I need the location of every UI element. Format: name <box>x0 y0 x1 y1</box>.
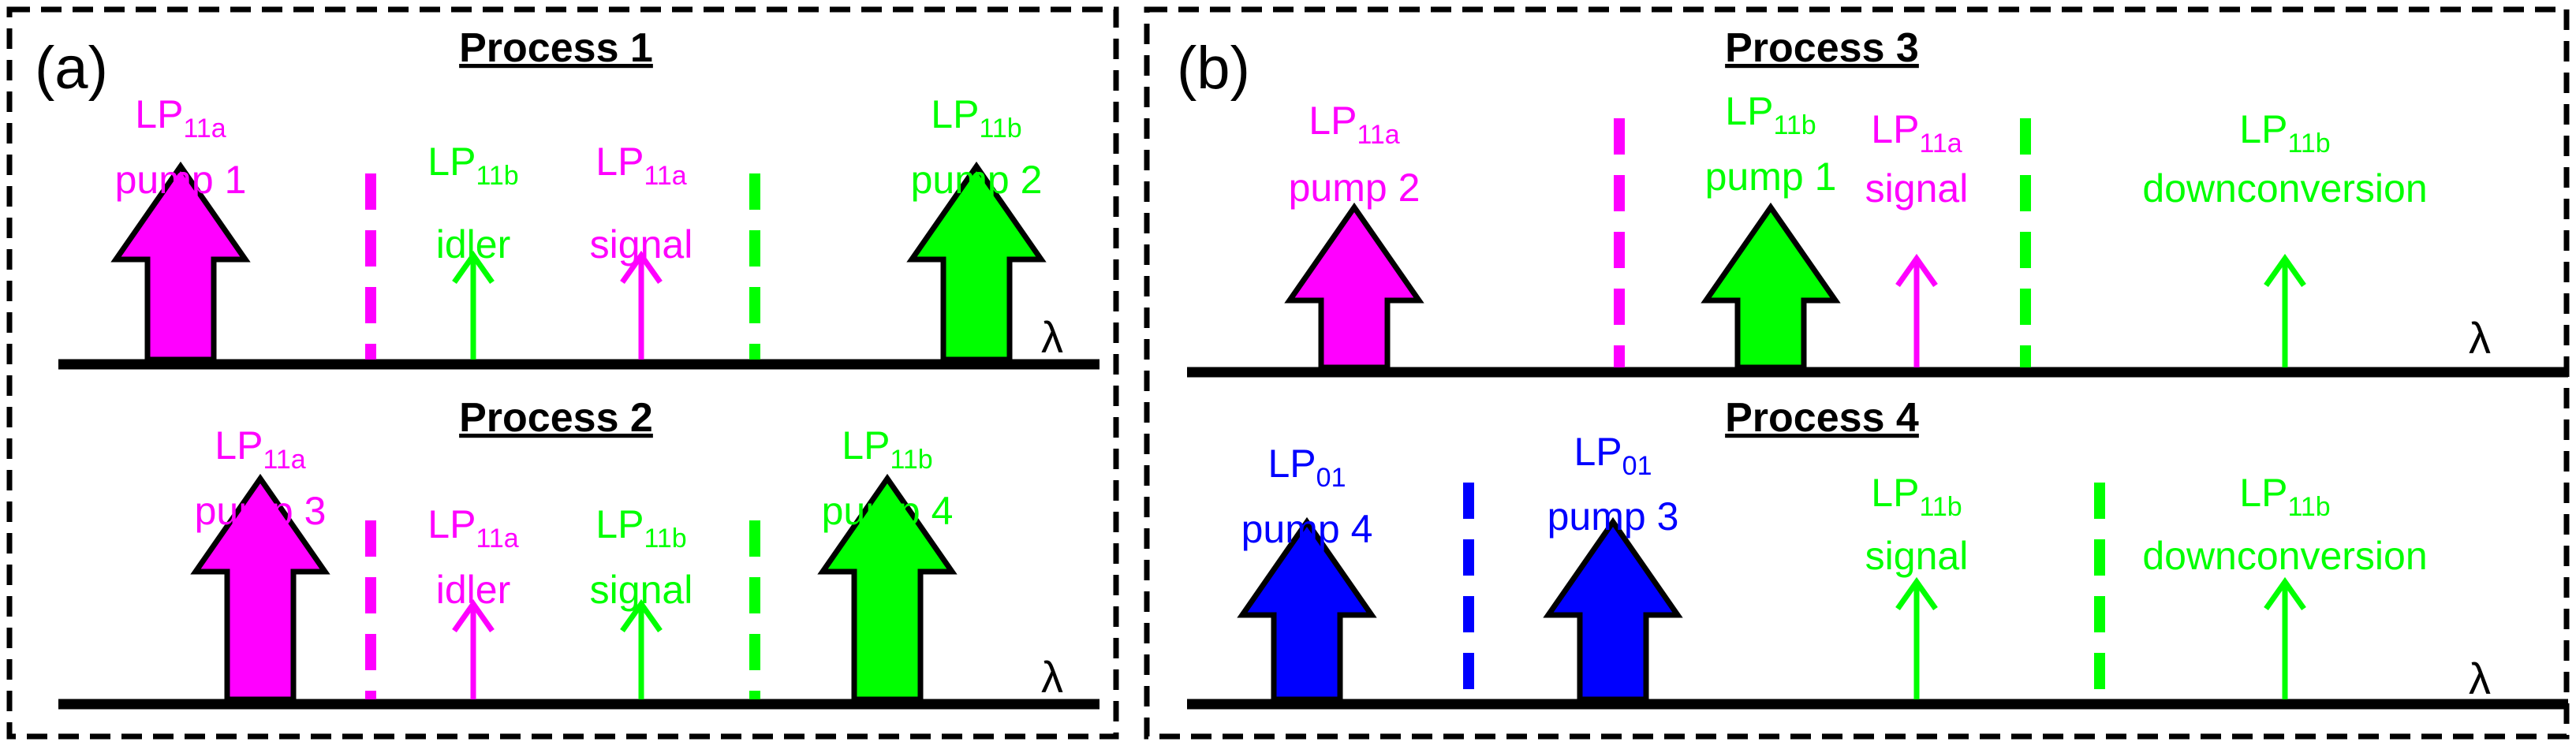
signal-label: downconversion <box>2142 534 2427 578</box>
pump-arrow <box>1284 202 1424 371</box>
process-4: Process 4 λ LP01 pump 4 LP01 pump 3 LP11b signa… <box>1187 395 2568 710</box>
pump-arrow <box>1237 516 1377 703</box>
pump-arrow <box>817 473 958 703</box>
mode-label: LP11b <box>1725 89 1816 140</box>
signal-label: signal <box>1865 534 1969 578</box>
mode-label: LP01 <box>1574 430 1652 481</box>
signal-label: idler <box>436 222 510 267</box>
mode-label: LP11a <box>595 140 686 191</box>
process-1: Process 1 λ LP11a pump 1 LP11b idler LP11a sign… <box>58 25 1099 370</box>
lambda-symbol: λ <box>1041 312 1063 362</box>
mode-label: LP11b <box>2239 107 2330 158</box>
signal-arrow-head <box>2264 253 2306 288</box>
lambda-symbol: λ <box>2469 313 2491 363</box>
signal-arrow-head <box>2264 576 2306 611</box>
mode-label: LP11a <box>427 502 518 554</box>
process-2: Process 2 λ LP11a pump 3 LP11a idler LP11b sign… <box>58 395 1099 710</box>
pump-label: pump 4 <box>822 489 954 533</box>
signal-arrow-head <box>452 250 495 285</box>
signal-label: signal <box>590 568 693 612</box>
pump-label: pump 1 <box>1705 155 1837 199</box>
mode-label: LP11b <box>427 140 518 191</box>
process-3: Process 3 λ LP11a pump 2 LP11b pump 1 LP11a sig… <box>1187 25 2568 378</box>
process-title: Process 2 <box>459 395 653 441</box>
lambda-symbol: λ <box>1041 652 1063 702</box>
mode-label: LP11a <box>135 92 226 144</box>
process-title: Process 3 <box>1725 25 1919 71</box>
signal-arrow-head <box>620 598 663 633</box>
mode-label: LP11b <box>842 423 932 475</box>
mode-label: LP11b <box>595 502 686 554</box>
signal-label: signal <box>1865 166 1969 211</box>
mode-label: LP11a <box>1871 107 1962 158</box>
lambda-symbol: λ <box>2469 654 2491 703</box>
pump-label: pump 3 <box>195 489 327 533</box>
mode-label: LP11a <box>1309 99 1399 150</box>
signal-arrow-head <box>1895 576 1938 611</box>
pump-arrow <box>1543 516 1683 703</box>
mode-label: LP11b <box>2239 471 2330 522</box>
panel-a-border <box>6 6 1119 740</box>
pump-arrow <box>110 161 251 363</box>
pump-label: pump 1 <box>115 158 247 202</box>
pump-arrow <box>906 161 1047 363</box>
pump-label: pump 2 <box>1289 166 1421 210</box>
mode-label: LP11a <box>215 423 305 475</box>
pump-arrow <box>1701 202 1841 371</box>
pump-label: pump 3 <box>1547 494 1679 539</box>
process-title: Process 1 <box>459 25 653 71</box>
panel-a: (a) <box>6 6 1119 740</box>
signal-arrow-head <box>1895 253 1938 288</box>
process-title: Process 4 <box>1725 395 1919 441</box>
panel-b-label: (b) <box>1177 35 1250 102</box>
panel-a-label: (a) <box>35 35 108 102</box>
signal-arrow-head <box>620 250 663 285</box>
signal-label: idler <box>436 568 510 612</box>
signal-label: signal <box>590 222 693 267</box>
mode-label: LP01 <box>1268 442 1346 493</box>
pump-arrow <box>190 473 330 703</box>
mode-label: LP11b <box>1871 471 1962 522</box>
pump-label: pump 4 <box>1241 507 1373 551</box>
signal-arrow-head <box>452 598 495 633</box>
mode-label: LP11b <box>931 92 1021 144</box>
pump-label: pump 2 <box>911 158 1043 202</box>
signal-label: downconversion <box>2142 166 2427 211</box>
